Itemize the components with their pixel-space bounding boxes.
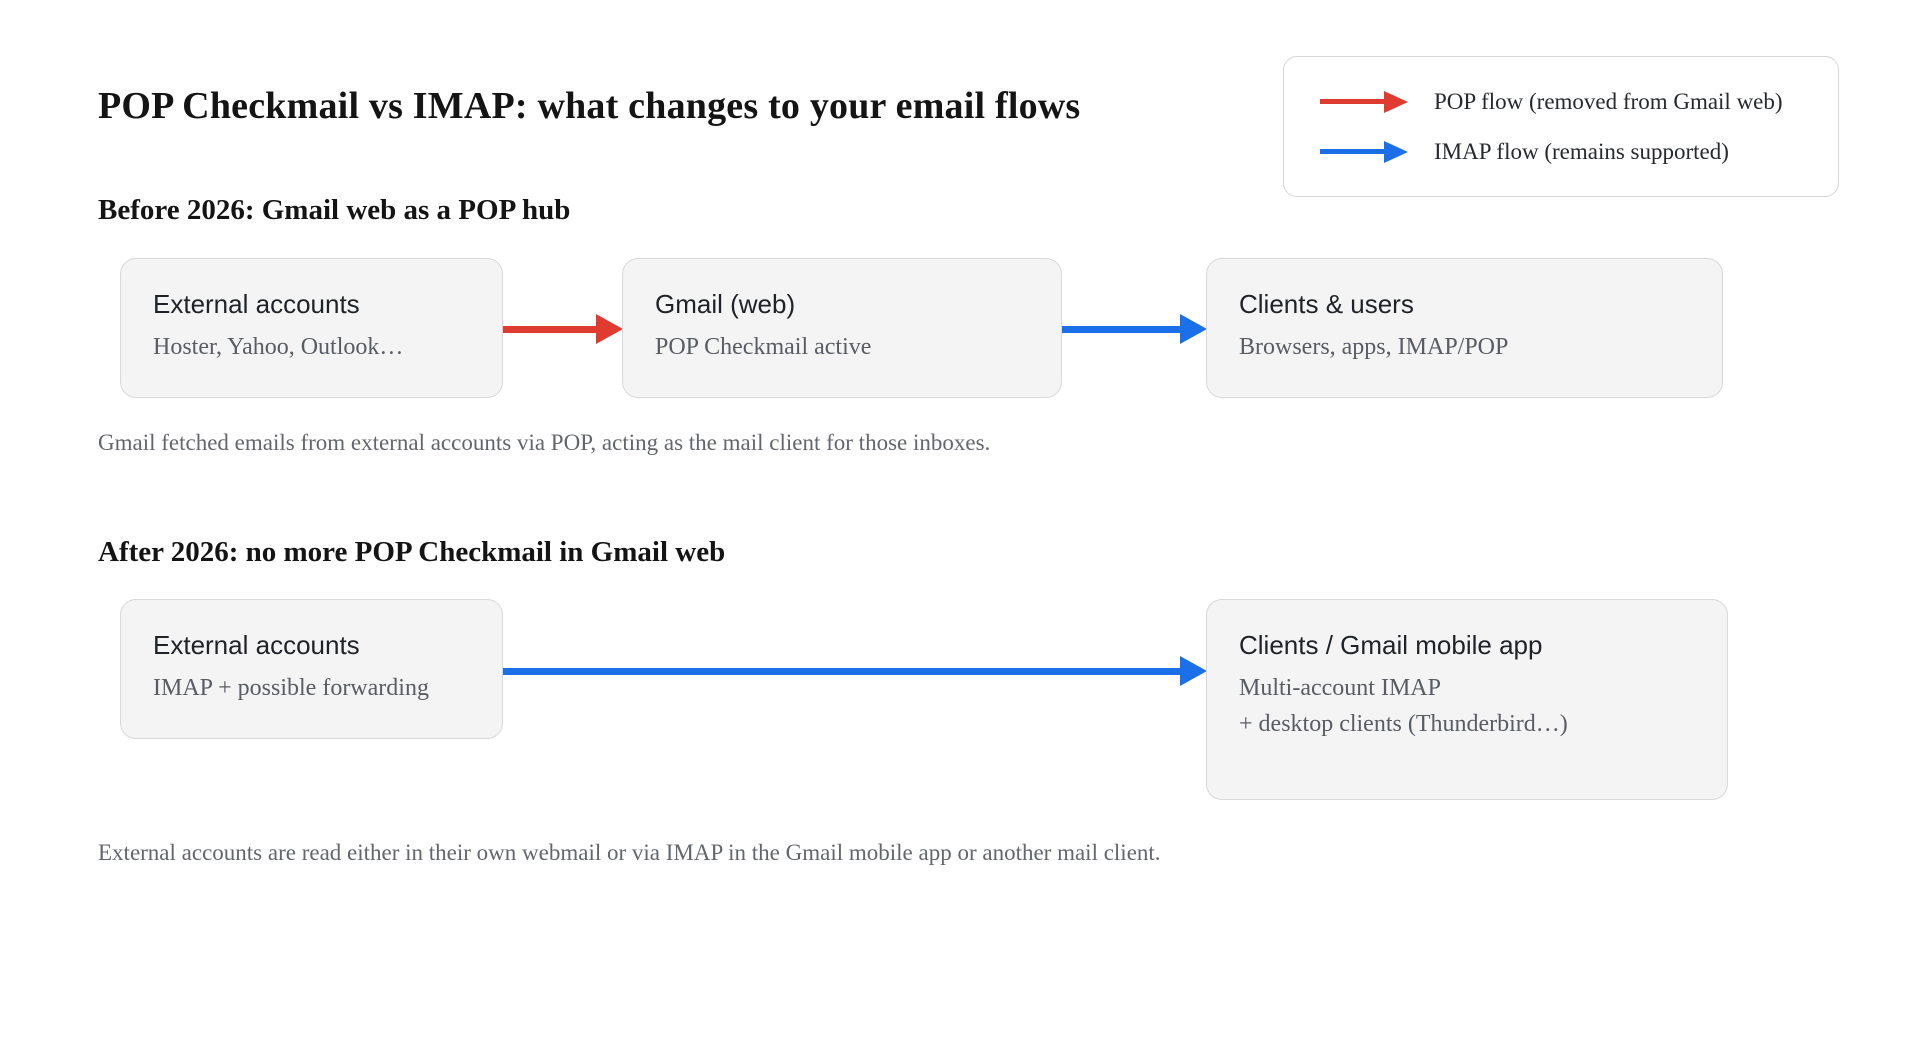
node-title: Clients / Gmail mobile app [1239,630,1543,660]
node-title: Clients & users [1239,289,1414,319]
node-external-accounts-before: External accounts Hoster, Yahoo, Outlook… [120,258,503,398]
node-subtitle: Multi-account IMAP [1239,675,1441,701]
legend-item-imap: IMAP flow (remains supported) [1320,139,1802,165]
node-clients-and-users: Clients & users Browsers, apps, IMAP/POP [1206,258,1723,398]
pop-flow-arrow-icon [503,314,623,344]
section-heading-before-2026: Before 2026: Gmail web as a POP hub [98,194,571,226]
imap-arrow-icon [1320,140,1408,163]
legend-item-pop: POP flow (removed from Gmail web) [1320,89,1802,115]
page-title: POP Checkmail vs IMAP: what changes to y… [98,85,1081,127]
node-subtitle-line2: + desktop clients (Thunderbird…) [1239,711,1568,737]
legend-label-imap: IMAP flow (remains supported) [1434,138,1729,164]
pop-arrow-icon [1320,90,1408,113]
imap-flow-arrow-icon [1062,314,1207,344]
node-title: External accounts [153,289,360,319]
node-clients-gmail-mobile-app: Clients / Gmail mobile app Multi-account… [1206,599,1728,800]
caption-after-2026: External accounts are read either in the… [98,840,1161,865]
node-title: External accounts [153,630,360,660]
node-subtitle: Hoster, Yahoo, Outlook… [153,334,404,360]
node-gmail-web: Gmail (web) POP Checkmail active [622,258,1062,398]
node-title: Gmail (web) [655,289,796,319]
node-subtitle: IMAP + possible forwarding [153,675,429,701]
legend-box: POP flow (removed from Gmail web) IMAP f… [1283,56,1839,197]
node-external-accounts-after: External accounts IMAP + possible forwar… [120,599,503,739]
imap-flow-long-arrow-icon [503,656,1207,686]
caption-before-2026: Gmail fetched emails from external accou… [98,430,991,455]
node-subtitle: Browsers, apps, IMAP/POP [1239,334,1509,360]
node-subtitle: POP Checkmail active [655,334,872,360]
section-heading-after-2026: After 2026: no more POP Checkmail in Gma… [98,536,726,568]
legend-label-pop: POP flow (removed from Gmail web) [1434,88,1783,114]
